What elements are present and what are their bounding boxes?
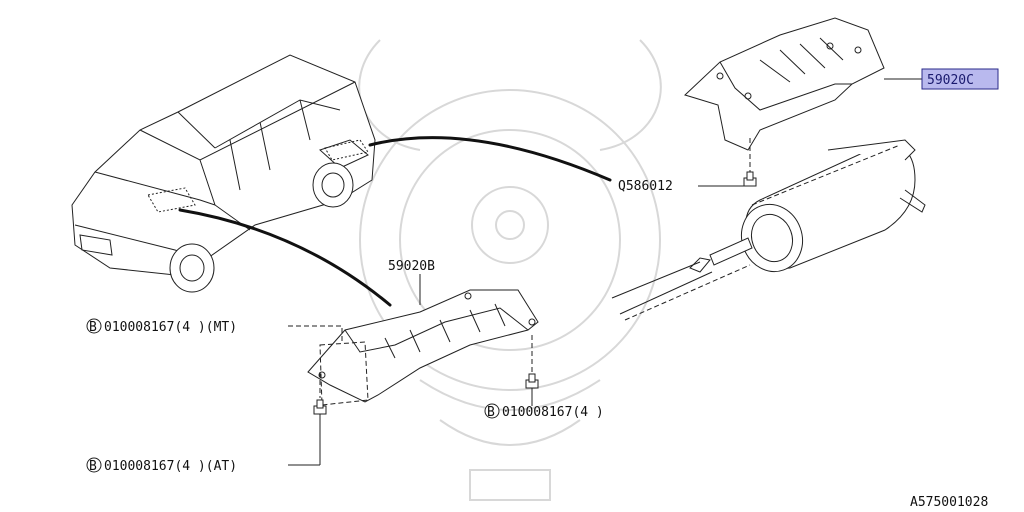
symbol-b-at: B	[89, 459, 97, 474]
watermark-emblem	[358, 39, 662, 501]
callout-bolt-mt[interactable]: B 010008167(4 )(MT)	[86, 318, 343, 342]
callout-bolt-at[interactable]: B 010008167(4 )(AT)	[86, 457, 320, 474]
label-bolt-at: 010008167(4 )(AT)	[104, 459, 237, 474]
label-59020b: 59020B	[388, 259, 435, 274]
bolt-right	[525, 335, 539, 406]
symbol-b-mt: B	[89, 320, 97, 335]
muffler	[611, 139, 926, 321]
vehicle-outline	[71, 54, 376, 293]
bolt-rear	[743, 138, 757, 187]
location-arc-rear	[368, 136, 612, 182]
callout-59020c[interactable]: 59020C	[884, 68, 999, 90]
callout-q586012[interactable]: Q586012	[618, 179, 744, 194]
label-bolt-mt: 010008167(4 )(MT)	[104, 320, 237, 335]
label-bolt-right: 010008167(4 )	[502, 405, 604, 420]
symbol-b-right: B	[487, 405, 495, 420]
callout-59020b[interactable]: 59020B	[388, 259, 435, 305]
location-arc-front	[178, 208, 392, 307]
reference-number: A575001028	[910, 495, 988, 510]
label-59020c: 59020C	[927, 73, 974, 88]
bolt-at	[313, 372, 327, 465]
heat-shield-front	[307, 289, 539, 406]
callout-bolt-right[interactable]: B 010008167(4 )	[484, 403, 604, 420]
heat-shield-rear	[684, 17, 885, 151]
label-q586012: Q586012	[618, 179, 673, 194]
